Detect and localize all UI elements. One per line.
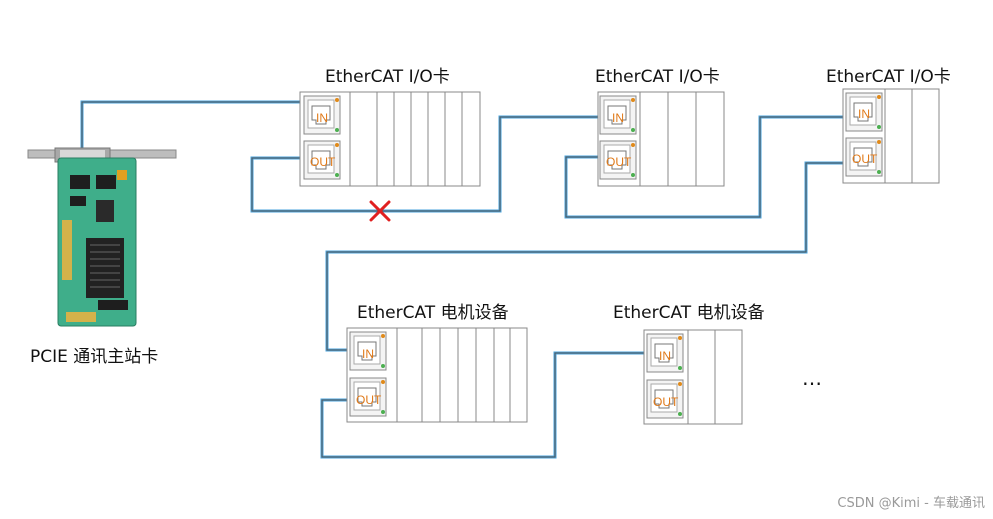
io3-out-port-label: OUT [852,152,878,166]
io-card-2-title: EtherCAT I/O卡 [595,67,720,87]
motor2-out-port-label: OUT [653,395,679,409]
io-card-1: IN OUT [299,91,481,187]
motor-device-2-title: EtherCAT 电机设备 [613,303,765,323]
io-card-1-title: EtherCAT I/O卡 [325,67,450,87]
red-x-icon [369,200,391,222]
io-card-2: IN OUT [597,91,725,187]
motor1-out-port-label: OUT [356,393,382,407]
more-devices-ellipsis: … [802,366,824,390]
pcie-master-card [27,147,177,327]
io1-in-port-label: IN [316,111,328,125]
motor-device-1-title: EtherCAT 电机设备 [357,303,509,323]
io2-out-port-label: OUT [606,155,632,169]
io3-in-port-label: IN [858,107,870,121]
motor2-in-port-label: IN [659,349,671,363]
io1-out-port-label: OUT [310,155,336,169]
motor-device-1: IN OUT [346,327,528,423]
io-card-3: IN OUT [842,88,940,184]
io-card-3-title: EtherCAT I/O卡 [826,67,951,87]
motor1-in-port-label: IN [362,347,374,361]
io2-in-port-label: IN [612,111,624,125]
watermark: CSDN @Kimi - 车载通讯 [837,496,985,511]
pcie-master-card-title: PCIE 通讯主站卡 [30,347,159,367]
cable-links [80,100,850,459]
motor-device-2: IN OUT [643,329,743,425]
